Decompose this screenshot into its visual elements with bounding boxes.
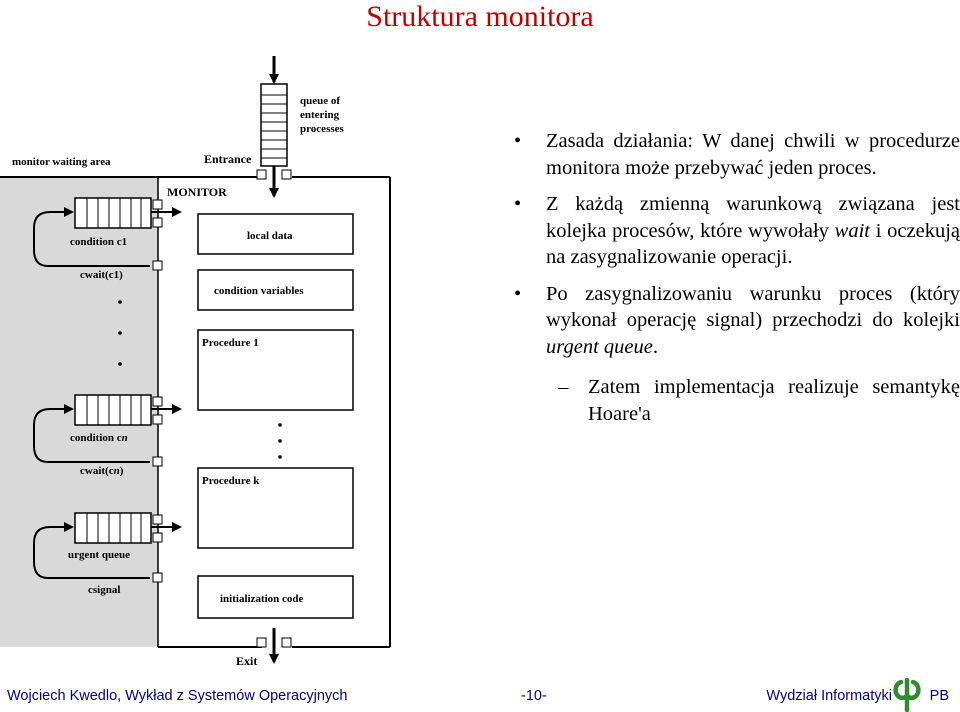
bullet-text: Zasada działania: W danej chwili w proce…: [546, 130, 960, 179]
entrance-label: Entrance: [204, 152, 252, 166]
bullet-dot-icon: •: [514, 282, 522, 305]
procedure-k-label: Procedure k: [202, 475, 260, 487]
monitor-label: MONITOR: [167, 185, 227, 199]
monitor-diagram: queue of entering processes Entrance mon…: [0, 56, 391, 668]
queue-label-1: queue of: [300, 95, 340, 107]
footer-faculty: Wydział Informatyki: [766, 688, 892, 704]
procedure-k-box: [197, 467, 354, 549]
footer-pb: PB: [929, 688, 949, 704]
footer-page-number: -10-: [521, 688, 547, 704]
footer: Wojciech Kwedlo, Wykład z Systemów Opera…: [0, 678, 960, 712]
bullet-text: .: [652, 335, 658, 358]
bullet-text: i oczekują na zasygnalizowanie operacji.: [546, 219, 960, 269]
condition-c1-queue: [74, 197, 152, 229]
bullet-item: • Po zasygnalizowaniu warunku proces (kt…: [510, 281, 960, 361]
local-data-box: [197, 213, 354, 255]
slide-title: Struktura monitora: [366, 0, 594, 33]
procedure-1-label: Procedure 1: [202, 337, 259, 349]
bullet-dot-icon: •: [514, 193, 522, 215]
sub-bullet-text: Zatem implementacja realizuje semantykę …: [588, 376, 960, 425]
footer-author: Wojciech Kwedlo, Wykład z Systemów Opera…: [7, 688, 348, 704]
cwait-cn-label: cwait(cn): [80, 465, 124, 477]
bullet-text: Z każdą zmienną warunkową związana jest …: [546, 193, 960, 242]
bullet-dot-icon: •: [514, 130, 522, 152]
sub-bullet-item: – Zatem implementacja realizuje semantyk…: [510, 374, 960, 427]
queue-label-2: entering: [300, 109, 340, 121]
bullet-text: Po zasygnalizowaniu warunku proces (któr…: [546, 282, 960, 332]
local-data-label: local data: [247, 230, 293, 242]
condition-variables-box: [197, 269, 354, 311]
initialization-code-box: [197, 575, 354, 619]
condition-variables-label: condition variables: [214, 285, 304, 297]
university-logo-icon: [893, 678, 921, 712]
condition-cn-queue: [74, 394, 152, 426]
bullet-item: • Zasada działania: W danej chwili w pro…: [510, 128, 960, 181]
urgent-queue-label: urgent queue: [68, 549, 130, 561]
condition-cn-label: condition cn: [70, 432, 128, 444]
bullet-list: • Zasada działania: W danej chwili w pro…: [510, 128, 960, 427]
bullet-item: • Z każdą zmienną warunkową związana jes…: [510, 191, 960, 271]
initialization-code-label: initialization code: [220, 593, 304, 605]
exit-label: Exit: [236, 654, 257, 668]
procedure-1-box: [197, 329, 354, 411]
monitor-waiting-area-label: monitor waiting area: [12, 156, 111, 168]
cwait-c1-label: cwait(c1): [80, 269, 123, 281]
urgent-queue: [74, 512, 152, 544]
bullet-italic: wait: [834, 219, 870, 242]
bullet-italic: urgent queue: [546, 335, 653, 358]
csignal-label: csignal: [88, 584, 120, 596]
entering-queue: [260, 83, 288, 167]
condition-c1-label: condition c1: [70, 236, 127, 248]
dash-icon: –: [558, 376, 569, 398]
queue-label-3: processes: [300, 123, 345, 135]
